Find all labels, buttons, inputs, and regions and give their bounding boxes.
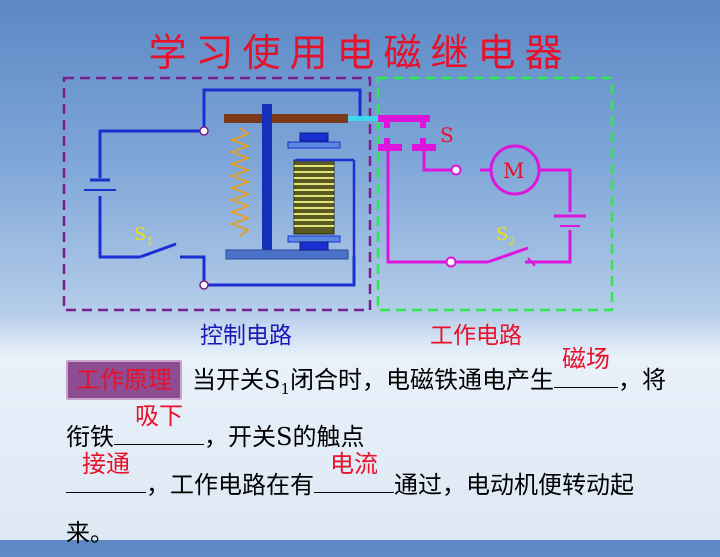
work-circuit-box — [376, 76, 614, 312]
core-flange-top — [287, 141, 341, 149]
terminal-bottom — [199, 280, 209, 290]
label-s2: S2 — [496, 224, 515, 248]
contact-pin-left-lower — [384, 138, 390, 144]
slide-title: 学习使用电磁继电器 — [148, 31, 572, 75]
motor-terminal — [450, 164, 462, 176]
answer-blank-2: 吸下 — [114, 402, 204, 445]
coil-stripes — [294, 165, 334, 227]
answer-blank-3: 接通 — [66, 450, 146, 493]
switch-s2-lever — [487, 246, 529, 264]
switch-s2-terminal — [445, 256, 457, 268]
label-switch-s: S — [440, 123, 454, 147]
work-wires — [386, 151, 586, 264]
contact-bar-lower-right — [412, 144, 436, 151]
base-plate — [225, 249, 349, 260]
contact-pin-right-lower — [420, 138, 426, 144]
caption-work-circuit: 工作电路 — [430, 323, 522, 349]
principle-badge: 工作原理 — [66, 360, 182, 400]
control-wires — [84, 88, 362, 287]
terminal-top — [199, 126, 209, 136]
contact-pin-right-upper — [420, 122, 426, 128]
relay-diagram: S M S1 S2 — [62, 76, 614, 312]
switch-s1-lever — [139, 242, 177, 259]
spring — [229, 127, 251, 237]
contact-pin-left-upper — [384, 122, 390, 128]
answer-blank-4: 电流 — [314, 450, 394, 493]
contact-link — [348, 116, 378, 121]
label-motor: M — [503, 159, 525, 183]
core-cap-bottom — [299, 241, 329, 251]
caption-control-circuit: 控制电路 — [200, 323, 292, 349]
pivot-post — [262, 104, 272, 252]
core-flange-bottom — [287, 235, 341, 243]
contact-bar-lower — [378, 144, 402, 151]
contact-bar-upper — [378, 115, 430, 122]
label-s1: S1 — [134, 224, 153, 248]
principle-text: 工作原理当开关S1闭合时，电磁铁通电产生磁场，将衔铁吸下，开关S的触点接通，工作… — [66, 345, 666, 547]
armature — [224, 114, 348, 123]
core-cap-top — [299, 132, 329, 142]
answer-blank-1: 磁场 — [554, 345, 618, 388]
control-circuit-box — [62, 76, 372, 312]
